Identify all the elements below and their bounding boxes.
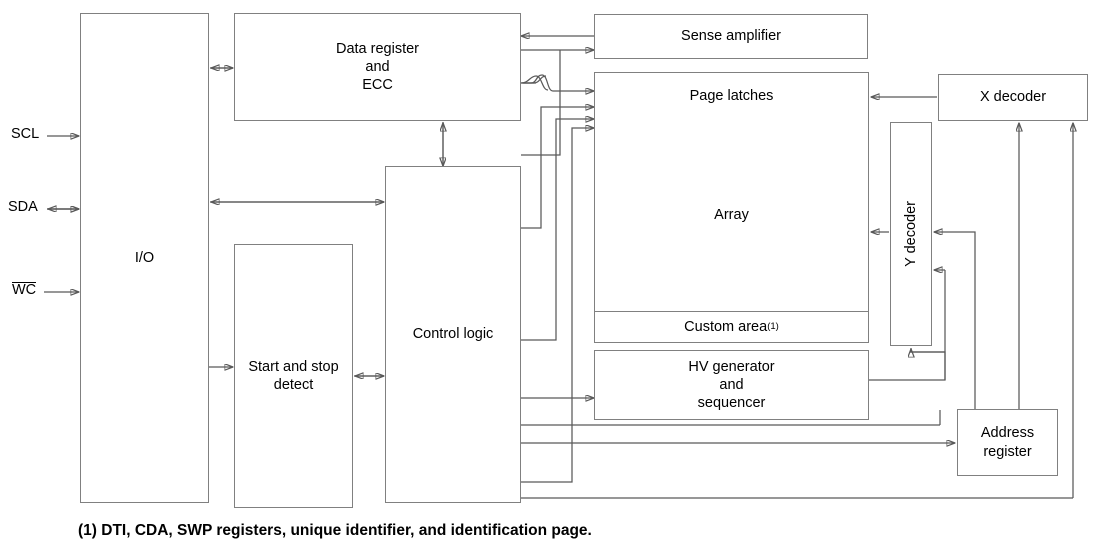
block-control-logic-label: Control logic	[412, 326, 494, 343]
block-address-register[interactable]: Address register	[957, 409, 1058, 476]
block-hv-generator-line-2: and	[719, 376, 744, 393]
block-custom-area-label: Custom area	[684, 318, 768, 335]
block-start-and-stop-detect[interactable]: Start and stop detect	[234, 244, 353, 508]
block-hv-generator-line-3: sequencer	[697, 395, 766, 412]
pin-sda-text: SDA	[8, 199, 38, 215]
block-sense-amplifier-label: Sense amplifier	[681, 28, 781, 45]
block-data-register-line-2: and	[365, 58, 390, 75]
pin-label-sda: SDA	[8, 199, 38, 215]
pin-wc-text: WC	[12, 282, 37, 298]
block-data-register-line-3: ECC	[362, 77, 393, 94]
block-y-decoder-label: Y decoder	[902, 201, 919, 267]
pin-scl-text: SCL	[11, 126, 40, 142]
block-sense-amplifier[interactable]: Sense amplifier	[594, 14, 868, 59]
block-array-label: Array	[714, 207, 749, 224]
block-control-logic[interactable]: Control logic	[385, 166, 521, 503]
block-y-decoder[interactable]: Y decoder	[890, 122, 932, 346]
block-start-stop-line-2: detect	[273, 377, 314, 393]
diagram-footnote-text: (1) DTI, CDA, SWP registers, unique iden…	[78, 522, 592, 539]
block-io[interactable]: I/O	[80, 13, 209, 503]
block-array[interactable]: Array	[594, 120, 869, 312]
block-hv-generator-line-1: HV generator	[688, 358, 775, 375]
block-page-latches[interactable]: Page latches	[594, 72, 869, 121]
block-custom-area-footnote-marker: (1)	[767, 321, 779, 333]
block-custom-area[interactable]: Custom area(1)	[594, 311, 869, 343]
block-io-label: I/O	[134, 249, 155, 266]
block-address-register-line-2: register	[983, 443, 1032, 460]
block-hv-generator-sequencer[interactable]: HV generator and sequencer	[594, 350, 869, 420]
block-address-register-line-1: Address	[980, 425, 1035, 442]
diagram-footnote: (1) DTI, CDA, SWP registers, unique iden…	[78, 522, 592, 540]
block-x-decoder[interactable]: X decoder	[938, 74, 1088, 121]
block-page-latches-label: Page latches	[689, 88, 774, 105]
block-start-stop-line-1: Start and stop	[248, 358, 339, 375]
block-x-decoder-label: X decoder	[979, 89, 1047, 106]
block-data-register-line-1: Data register	[335, 40, 419, 57]
pin-label-wc: WC	[12, 282, 37, 299]
pin-label-scl: SCL	[11, 126, 39, 142]
block-data-register-ecc[interactable]: Data register and ECC	[234, 13, 521, 121]
